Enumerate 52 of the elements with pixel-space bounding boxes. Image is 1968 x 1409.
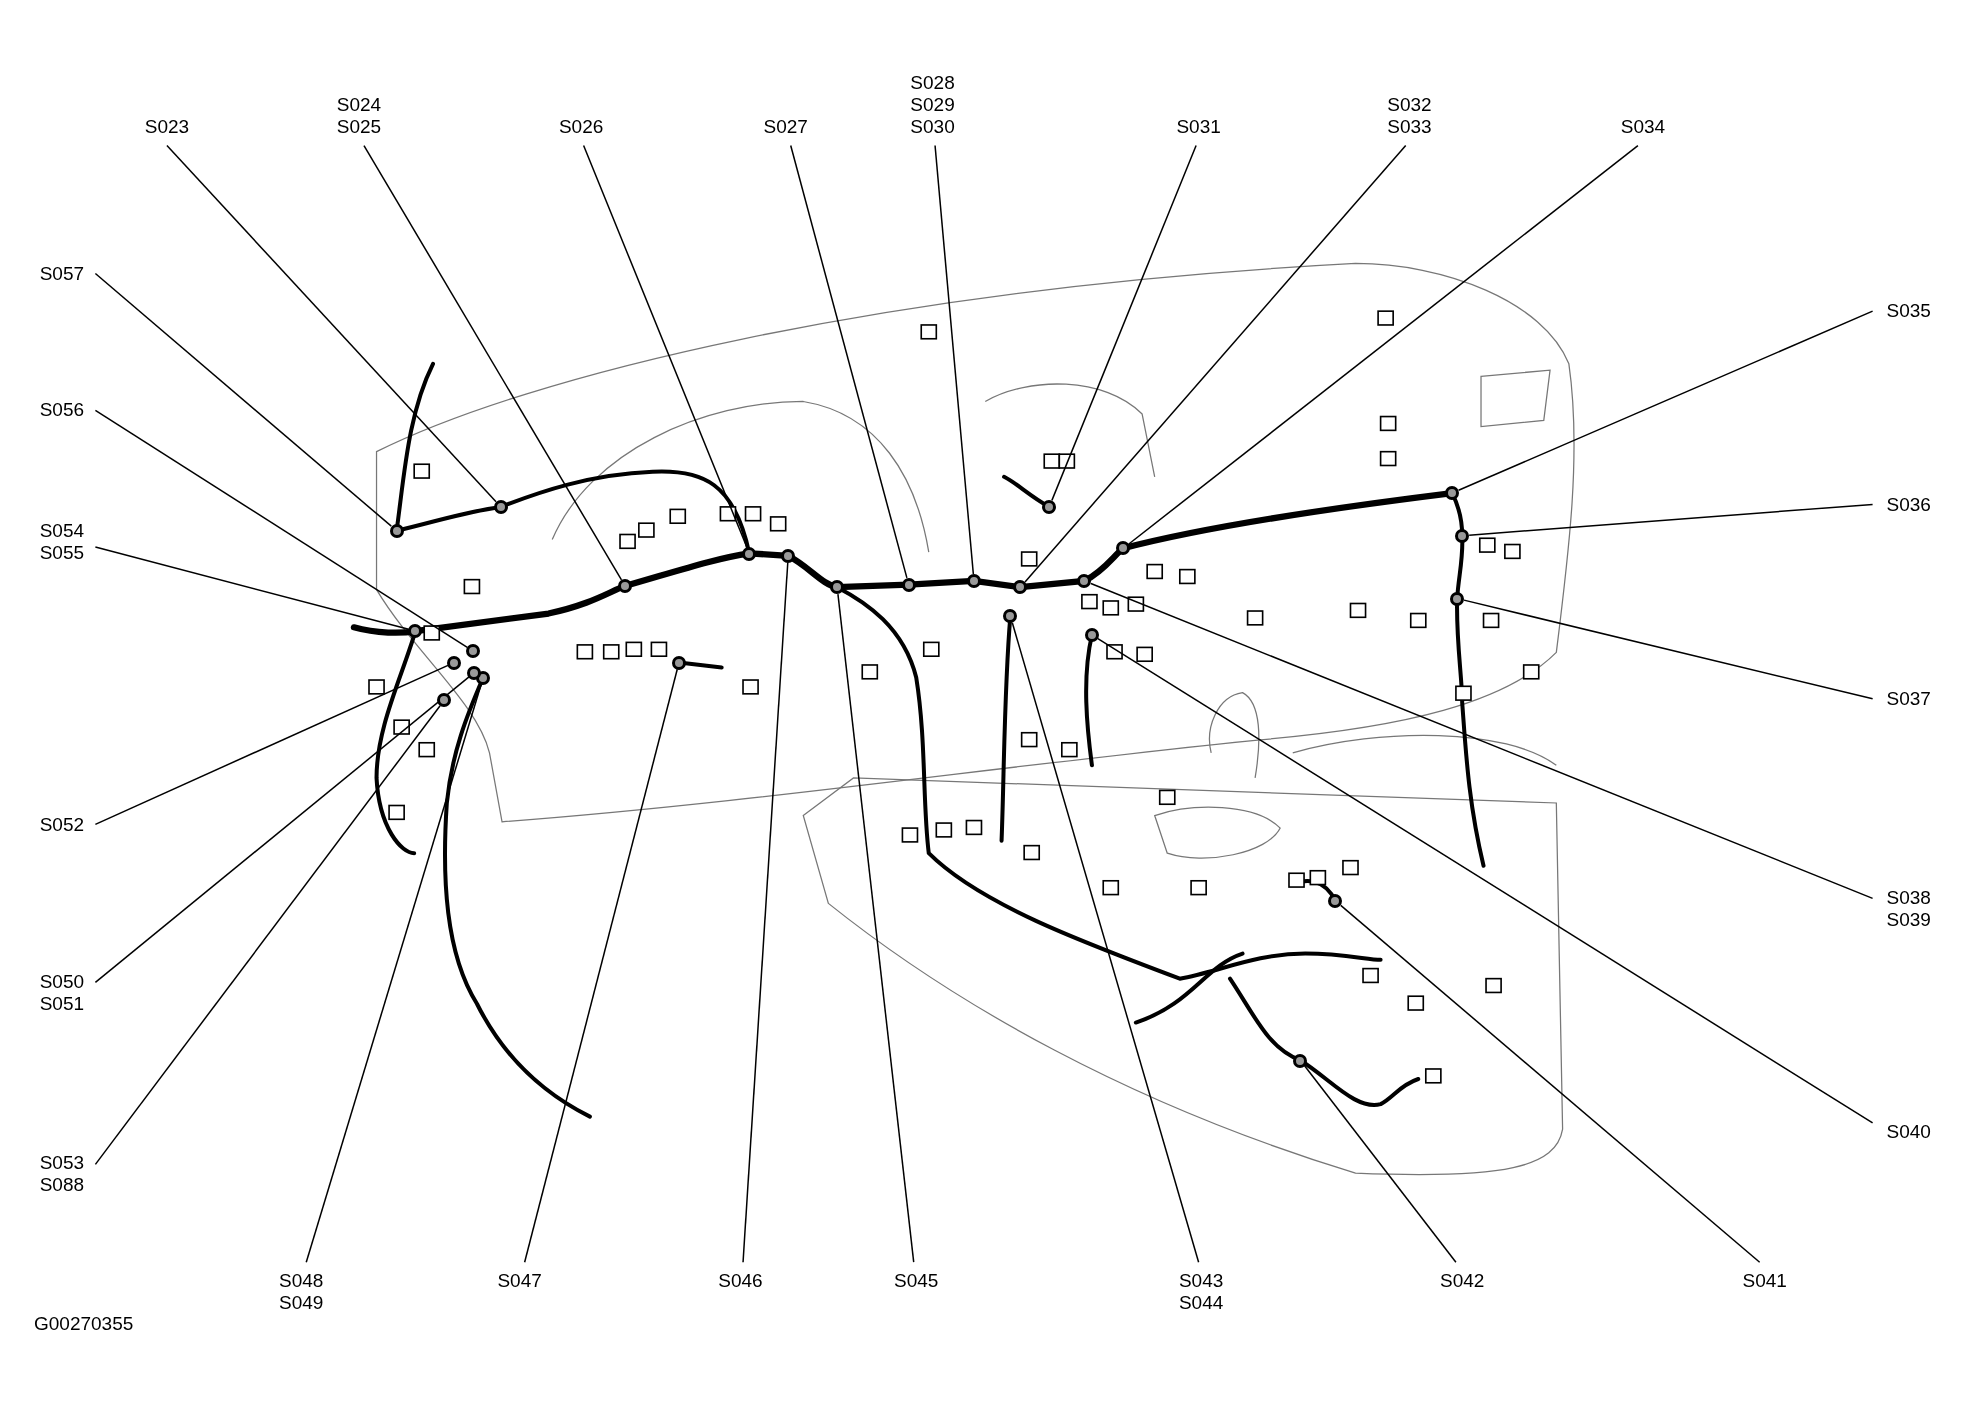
leader-line: [94, 409, 469, 649]
leader-line: [789, 144, 908, 579]
leader-line: [1468, 503, 1874, 536]
leader-line: [837, 593, 915, 1263]
splice-point: [1003, 609, 1018, 624]
leader-line: [1128, 144, 1639, 545]
leader-line: [94, 664, 449, 826]
leader-line: [94, 272, 393, 527]
leader-line: [94, 546, 410, 631]
splice-point: [1328, 894, 1343, 909]
splice-point: [1042, 500, 1057, 515]
splice-point: [1084, 628, 1099, 643]
leader-line: [1457, 310, 1874, 492]
splice-point: [1013, 580, 1028, 595]
leader-line: [1340, 904, 1761, 1263]
splice-point: [467, 665, 482, 680]
splice-point: [447, 655, 462, 670]
splice-point: [618, 579, 633, 594]
leader-line: [1097, 637, 1874, 1124]
leader-line: [94, 676, 470, 984]
leader-line: [1051, 144, 1197, 502]
splice-point: [966, 574, 981, 589]
leader-line: [742, 562, 789, 1263]
splice-point: [389, 523, 404, 538]
leader-line: [934, 144, 975, 575]
splice-point: [437, 693, 452, 708]
splice-point: [408, 624, 423, 639]
splice-point: [781, 549, 796, 563]
leader-line: [1090, 582, 1874, 900]
figure-code: G00270355: [34, 1313, 134, 1335]
splice-point: [1077, 574, 1092, 589]
splice-point: [1293, 1053, 1308, 1068]
leader-line: [305, 683, 482, 1263]
splice-point: [901, 577, 916, 592]
leader-line: [94, 704, 441, 1166]
leader-line: [1011, 622, 1200, 1263]
leader-line: [1303, 1065, 1457, 1263]
leader-line: [166, 144, 497, 503]
leader-line: [523, 668, 679, 1263]
splice-point: [1455, 528, 1470, 543]
splice-point: [1445, 486, 1460, 501]
splice-point: [493, 500, 508, 515]
leader-line: [363, 144, 623, 581]
splice-point: [1450, 591, 1465, 606]
splice-point: [672, 655, 686, 670]
splice-point: [830, 580, 845, 595]
splice-point: [1116, 541, 1131, 556]
splice-point: [742, 546, 757, 561]
leader-line: [1024, 144, 1407, 583]
leader-line: [1463, 599, 1874, 700]
splice-point: [466, 644, 481, 659]
leader-line: [582, 144, 748, 548]
